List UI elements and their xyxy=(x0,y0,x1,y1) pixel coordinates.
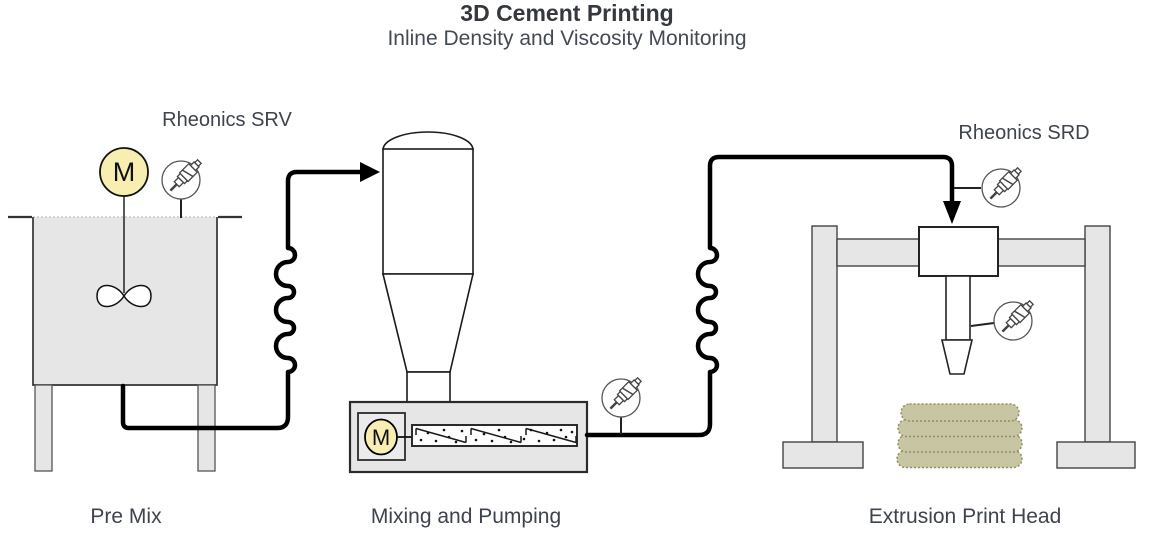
pump-outlet-sensor-icon xyxy=(600,374,645,419)
stage-label-mixing: Mixing and Pumping xyxy=(370,505,562,528)
hose-premix-to-hopper xyxy=(120,169,365,431)
hose-pump-to-printhead xyxy=(584,154,955,438)
tank-leg-left xyxy=(34,384,53,472)
hopper xyxy=(381,131,475,403)
agitator-motor: M xyxy=(99,147,149,197)
srd-sensor-label: Rheonics SRD xyxy=(958,122,1090,144)
page-subtitle: Inline Density and Viscosity Monitoring xyxy=(387,27,747,50)
page-title: 3D Cement Printing xyxy=(460,0,674,26)
gantry-foot-right xyxy=(1056,441,1136,469)
srv-sensor-icon xyxy=(160,156,205,201)
cement-layer xyxy=(897,434,1023,453)
gantry-column-right xyxy=(1084,225,1111,443)
stage-label-extrusion: Extrusion Print Head xyxy=(868,505,1062,528)
cement-layer xyxy=(896,449,1023,469)
cement-layer xyxy=(900,403,1020,422)
pump-motor-letter: M xyxy=(372,425,390,450)
gantry-column-left xyxy=(811,225,838,443)
nozzle-tip xyxy=(940,339,974,375)
srv-sensor-label: Rheonics SRV xyxy=(162,109,292,131)
hopper-neck xyxy=(406,371,451,403)
feed-arrow-icon xyxy=(360,162,380,182)
cement-layer xyxy=(897,418,1023,438)
premix-tank: M xyxy=(8,147,242,472)
pump-unit: M xyxy=(348,400,589,474)
nozzle-body xyxy=(945,275,971,341)
cement-particles xyxy=(419,428,574,444)
hopper-dome xyxy=(382,131,474,151)
nozzle-sensor-icon xyxy=(992,297,1037,342)
motor-letter: M xyxy=(113,157,136,187)
printed-part xyxy=(896,403,1023,469)
hopper-body xyxy=(382,148,474,275)
stage-label-premix: Pre Mix xyxy=(90,505,162,528)
impeller-icon xyxy=(96,284,152,308)
srd-sensor-icon xyxy=(980,164,1025,209)
screw-conveyor xyxy=(411,424,578,447)
printhead-carriage xyxy=(918,226,999,277)
hopper-funnel xyxy=(381,273,475,373)
gantry xyxy=(782,225,1136,469)
motor-circle xyxy=(99,147,149,197)
gantry-foot-left xyxy=(782,441,864,469)
nozzle-sensor-stem xyxy=(970,322,995,327)
tank-body xyxy=(33,217,217,385)
deposit-arrow-icon xyxy=(943,201,961,224)
